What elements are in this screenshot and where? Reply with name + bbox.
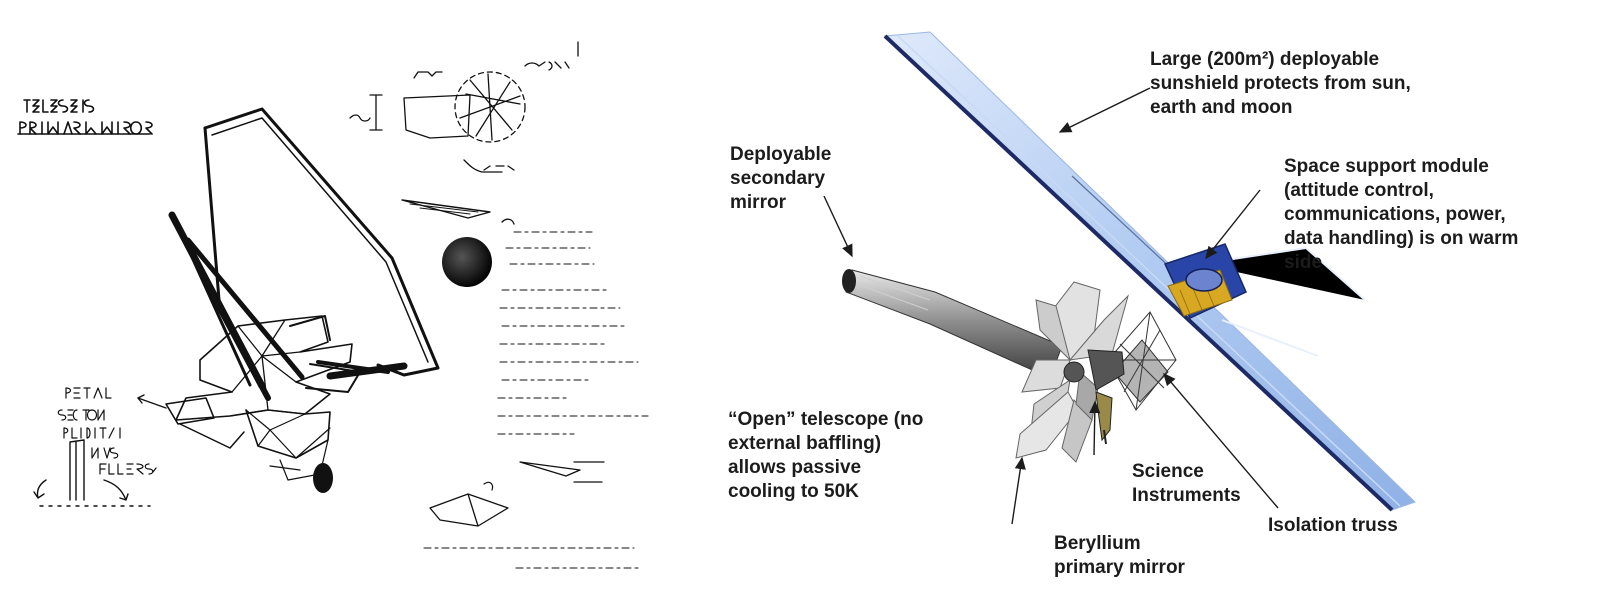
sketch-dimension-drawing [349, 41, 579, 173]
label-secondary-mirror: Deployable secondary mirror [730, 143, 831, 215]
sunshield-lower-edge [883, 34, 1394, 512]
label-science-instruments-line-1: Science [1132, 461, 1204, 482]
sketch-title-scribble [17, 99, 153, 135]
label-primary-mirror: Beryllium primary mirror [1054, 532, 1185, 580]
label-support-module-line-4: data handling) is on warm [1284, 228, 1519, 249]
label-support-module: Space support module (attitude control, … [1284, 155, 1518, 275]
label-open-telescope-line-3: allows passive [728, 457, 862, 478]
label-sunshield-line-2: sunshield protects from sun, [1150, 73, 1411, 94]
label-open-telescope-line-4: cooling to 50K [728, 481, 859, 502]
label-support-module-line-5: side [1284, 252, 1323, 273]
label-isolation-truss-line-1: Isolation truss [1268, 515, 1398, 536]
label-science-instruments-line-2: Instruments [1132, 485, 1241, 506]
leader-isolation-truss [1163, 372, 1279, 509]
label-secondary-mirror-line-3: mirror [730, 192, 786, 213]
label-secondary-mirror-line-2: secondary [730, 168, 826, 189]
label-open-telescope-line-2: external baffling) [728, 433, 882, 454]
label-sunshield: Large (200m²) deployable sunshield prote… [1150, 48, 1411, 120]
secondary-mirror-boom [842, 269, 1063, 379]
support-module [1163, 243, 1247, 319]
leader-sunshield [1058, 87, 1151, 133]
label-secondary-mirror-line-1: Deployable [730, 144, 832, 165]
label-open-telescope-line-1: “Open” telescope (no [728, 409, 924, 430]
leader-lines [823, 87, 1279, 525]
label-sunshield-line-1: Large (200m²) deployable [1150, 49, 1380, 70]
leader-secondary-mirror [823, 195, 853, 258]
sketch-petal-fold [33, 439, 151, 507]
label-support-module-line-1: Space support module [1284, 156, 1489, 177]
label-open-telescope: “Open” telescope (no external baffling) … [728, 408, 923, 504]
label-support-module-line-3: communications, power, [1284, 204, 1506, 225]
label-sunshield-line-3: earth and moon [1150, 97, 1293, 118]
sketch-notes-column [497, 231, 649, 435]
label-primary-mirror-line-1: Beryllium [1054, 533, 1141, 554]
label-support-module-line-2: (attitude control, [1284, 180, 1434, 201]
isolation-truss-structure [1107, 311, 1177, 411]
label-science-instruments: Science Instruments [1132, 460, 1241, 508]
label-primary-mirror-line-2: primary mirror [1054, 557, 1185, 578]
concept-sketch [17, 41, 649, 569]
sketch-bottom-note [423, 547, 641, 569]
sketch-note-petal [57, 387, 167, 475]
leader-support-module [1205, 189, 1261, 260]
label-isolation-truss: Isolation truss [1268, 514, 1398, 538]
leader-primary-mirror [1011, 456, 1026, 525]
spacecraft-illustration [842, 31, 1416, 512]
leader-science-instruments [1089, 400, 1101, 456]
